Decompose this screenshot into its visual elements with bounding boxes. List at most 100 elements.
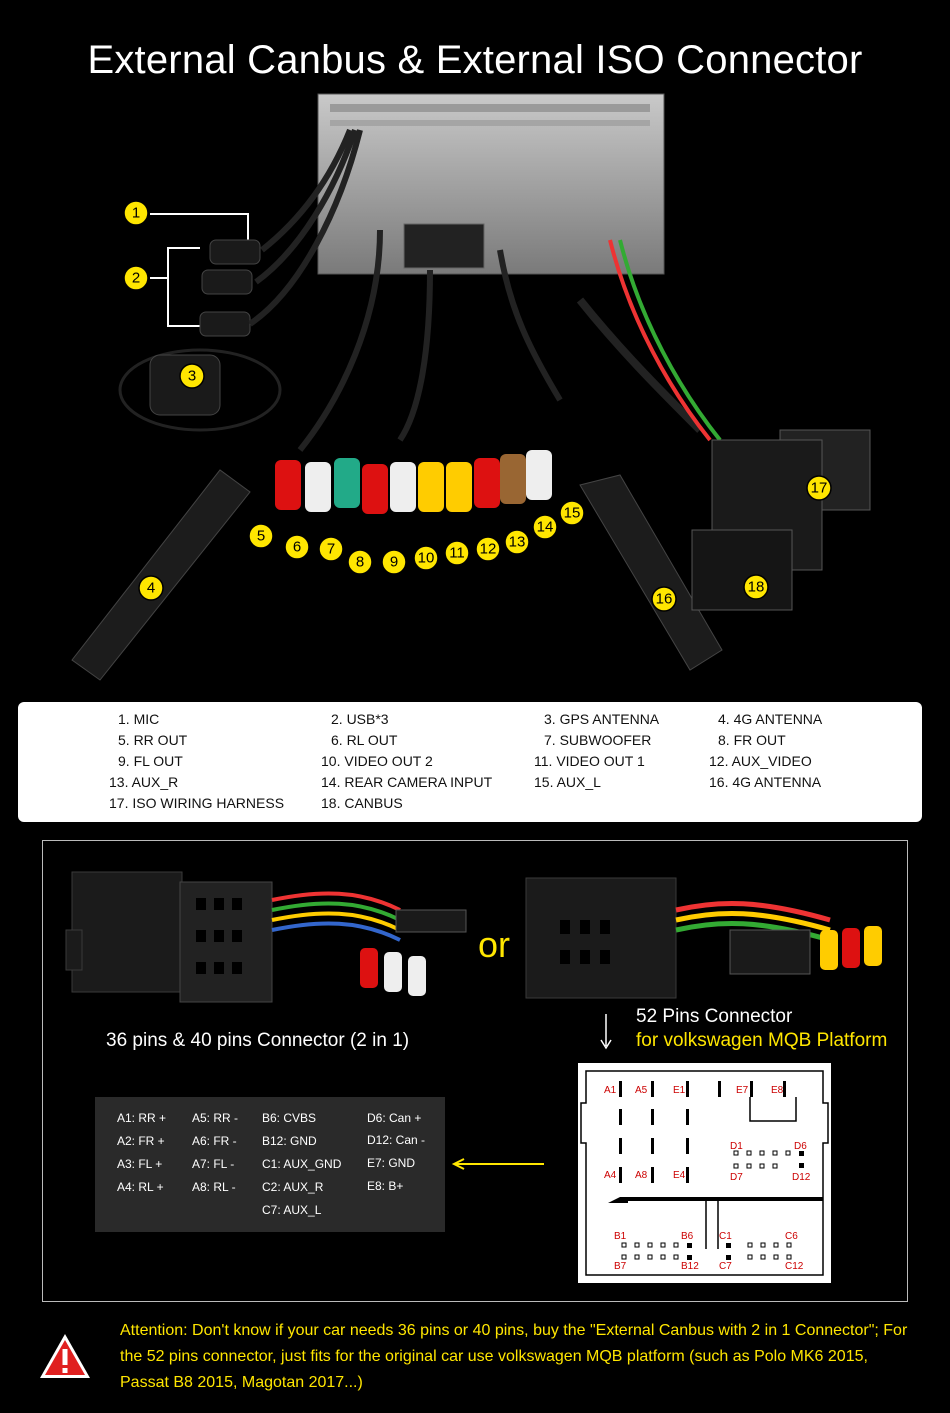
pin-cell: A3: FL + (117, 1157, 163, 1171)
warning-icon (40, 1334, 90, 1378)
svg-text:9: 9 (390, 554, 398, 571)
svg-text:8: 8 (356, 554, 364, 571)
rca-plugs (275, 450, 552, 514)
callout-9: 9 (381, 549, 407, 575)
pin-cell: D12: Can - (367, 1133, 426, 1147)
callout-17: 17 (806, 475, 832, 501)
pin-layout-diagram: A1 A5 E1 E7 E8 D1 D6 D7 D12 A4 A8 E4 B1 … (578, 1063, 831, 1283)
pin-cell: E8: B+ (367, 1179, 404, 1193)
callout-14: 14 (532, 514, 558, 540)
svg-text:E4: E4 (673, 1170, 686, 1181)
legend-panel: 1. MIC 2. USB*3 3. GPS ANTENNA 4. 4G ANT… (18, 702, 922, 822)
callout-16: 16 (651, 586, 677, 612)
pin-cell: A4: RL + (117, 1180, 164, 1194)
svg-text:11: 11 (449, 545, 465, 562)
svg-text:D6: D6 (794, 1141, 807, 1152)
page-title: External Canbus & External ISO Connector (87, 38, 863, 82)
legend-item: 5. RR OUT (118, 732, 188, 748)
legend-item: 2. USB*3 (331, 711, 389, 727)
svg-text:D12: D12 (792, 1172, 811, 1183)
callout-5: 5 (248, 523, 274, 549)
pin-cell: B12: GND (262, 1134, 317, 1148)
pin-cell: A6: FR - (192, 1134, 237, 1148)
svg-text:13: 13 (509, 534, 526, 551)
callout-1: 1 (123, 200, 149, 226)
svg-text:10: 10 (418, 550, 435, 567)
svg-text:C12: C12 (785, 1261, 804, 1272)
pin-cell: C2: AUX_R (262, 1180, 324, 1194)
svg-text:6: 6 (293, 539, 301, 556)
legend-item: 10. VIDEO OUT 2 (321, 753, 433, 769)
legend-item: 14. REAR CAMERA INPUT (321, 774, 493, 790)
legend-item: 11. VIDEO OUT 1 (534, 753, 645, 769)
svg-text:B1: B1 (614, 1231, 627, 1242)
legend-item: 17. ISO WIRING HARNESS (109, 795, 285, 811)
legend-item: 7. SUBWOOFER (544, 732, 652, 748)
callout-8: 8 (347, 549, 373, 575)
svg-text:E7: E7 (736, 1085, 749, 1096)
pin-cell: A8: RL - (192, 1180, 236, 1194)
legend-item: 12. AUX_VIDEO (709, 753, 812, 769)
pin-cell: A2: FR + (117, 1134, 165, 1148)
svg-text:17: 17 (811, 480, 828, 497)
svg-text:C6: C6 (785, 1231, 798, 1242)
svg-text:A4: A4 (604, 1170, 617, 1181)
svg-text:B7: B7 (614, 1261, 627, 1272)
connector-52-pins (525, 877, 882, 999)
pin-assignment-table: A1: RR + A2: FR + A3: FL + A4: RL + A5: … (95, 1097, 445, 1232)
or-label: or (478, 924, 511, 965)
legend-item: 1. MIC (118, 711, 160, 727)
callout-3: 3 (179, 363, 205, 389)
pin-cell: B6: CVBS (262, 1111, 317, 1125)
4g-antenna-right (579, 474, 723, 671)
4g-antenna-left (71, 469, 251, 681)
pin-cell: A7: FL - (192, 1157, 235, 1171)
caption-52-pins: 52 Pins Connector (636, 1006, 793, 1027)
connector-36-40-pins (65, 871, 467, 1003)
caption-mqb-platform: for volkswagen MQB Platform (636, 1030, 888, 1051)
pin-cell: A5: RR - (192, 1111, 239, 1125)
svg-text:B12: B12 (681, 1261, 699, 1272)
legend-item: 4. 4G ANTENNA (718, 711, 823, 727)
svg-text:1: 1 (132, 205, 140, 222)
callout-12: 12 (475, 536, 501, 562)
svg-text:3: 3 (188, 368, 196, 385)
svg-text:C1: C1 (719, 1231, 732, 1242)
pin-cell: D6: Can + (367, 1111, 422, 1125)
svg-text:15: 15 (564, 505, 581, 522)
left-arrow-icon (451, 1158, 544, 1170)
callout-15: 15 (559, 500, 585, 526)
cable-bundle (248, 128, 563, 452)
svg-text:E8: E8 (771, 1085, 784, 1096)
svg-text:4: 4 (147, 580, 155, 597)
svg-text:5: 5 (257, 528, 265, 545)
pin-cell: C7: AUX_L (262, 1203, 322, 1217)
callout-4: 4 (138, 575, 164, 601)
svg-text:A5: A5 (635, 1085, 648, 1096)
caption-36-40-pins: 36 pins & 40 pins Connector (2 in 1) (106, 1030, 410, 1051)
callout-7: 7 (318, 536, 344, 562)
svg-text:12: 12 (480, 541, 497, 558)
svg-text:A1: A1 (604, 1085, 617, 1096)
svg-text:16: 16 (656, 591, 673, 608)
svg-text:A8: A8 (635, 1170, 648, 1181)
legend-item: 8. FR OUT (718, 732, 786, 748)
callout-badges: 1 2 3 4 5 6 7 8 9 10 11 12 13 14 15 16 1… (123, 200, 832, 612)
svg-text:7: 7 (327, 541, 335, 558)
legend-item: 13. AUX_R (109, 774, 179, 790)
pin-cell: A1: RR + (117, 1111, 167, 1125)
callout-11: 11 (444, 540, 470, 566)
svg-text:B6: B6 (681, 1231, 694, 1242)
connector-photos (65, 871, 882, 1170)
callout-10: 10 (413, 545, 439, 571)
pin-cell: C1: AUX_GND (262, 1157, 342, 1171)
pin-cell: E7: GND (367, 1156, 416, 1170)
legend-item: 16. 4G ANTENNA (709, 774, 822, 790)
svg-text:D1: D1 (730, 1141, 743, 1152)
callout-18: 18 (743, 574, 769, 600)
svg-text:E1: E1 (673, 1085, 686, 1096)
attention-note: Attention: Don't know if your car needs … (120, 1322, 908, 1391)
callout-13: 13 (504, 529, 530, 555)
svg-text:D7: D7 (730, 1172, 743, 1183)
callout-2: 2 (123, 265, 149, 291)
